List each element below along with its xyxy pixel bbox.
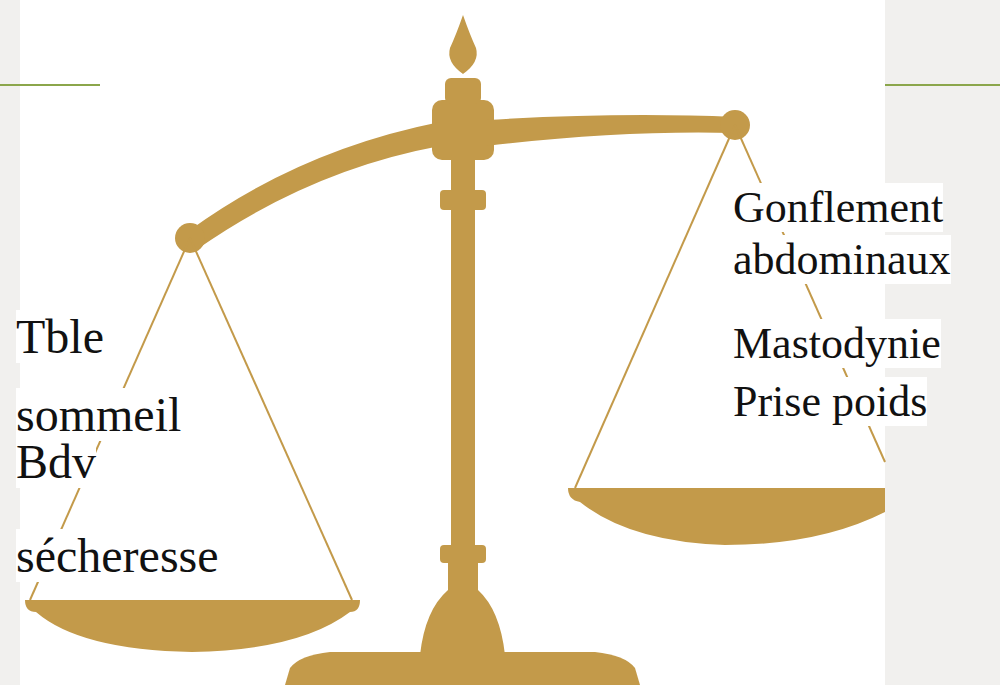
label-text: Prise poids (733, 377, 927, 426)
scale-label: Tble sommeil (16, 298, 251, 454)
scale-label: Mastodynie (733, 318, 995, 370)
label-text: Gonflement abdominaux (733, 183, 951, 284)
rule-line (885, 84, 1000, 86)
scale-label: Prise poids (733, 376, 995, 428)
rule-line (0, 84, 100, 86)
label-text: Tble sommeil (16, 310, 181, 441)
left-pan (25, 600, 360, 652)
scale-pivot (432, 100, 494, 160)
scale-pivot (445, 78, 481, 104)
scale-label: Gonflement abdominaux (733, 182, 995, 286)
right-pan (568, 488, 885, 545)
label-text: Bdv (16, 435, 96, 488)
scale-beam (190, 122, 440, 250)
scale-beam (486, 115, 735, 146)
scale-label: sécheresse (16, 526, 316, 586)
label-text: sécheresse (16, 529, 219, 582)
pan-string (575, 125, 735, 488)
scale-label: Bdv (16, 432, 251, 492)
scale-finial (449, 15, 477, 74)
scale-foot (420, 560, 505, 655)
label-text: Mastodynie (733, 319, 941, 368)
scale-base (285, 652, 640, 685)
scale-collar (440, 190, 486, 210)
